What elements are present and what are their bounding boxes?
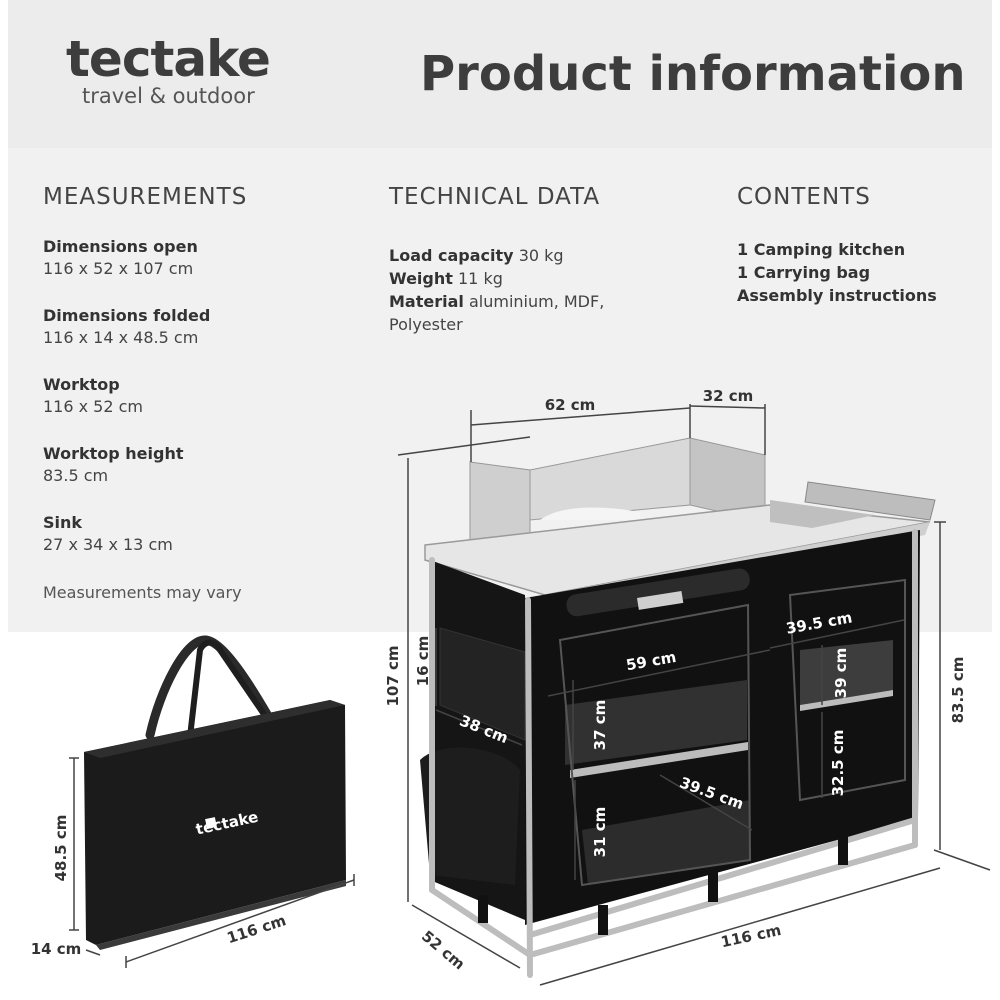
header-band (8, 0, 992, 148)
kitchen-dimension-lines (397, 404, 991, 986)
measurement-item: Dimensions open 116 x 52 x 107 cm (43, 236, 198, 281)
contents-item: 1 Carrying bag (737, 263, 871, 282)
page-title: Product information (420, 46, 966, 102)
contents-item: 1 Camping kitchen (737, 240, 906, 259)
measurement-value: 116 x 52 cm (43, 397, 144, 417)
measurement-value: 27 x 34 x 13 cm (43, 535, 173, 555)
bag-logo-icon (205, 817, 217, 829)
measurement-label: Worktop (43, 375, 120, 394)
material-value: aluminium, MDF, (468, 292, 605, 311)
dim-total-height: 107 cm (384, 645, 402, 706)
measurement-label: Sink (43, 513, 83, 532)
dim-top-left: 62 cm (545, 396, 596, 414)
dim-shelf-gap-upper: 37 cm (591, 700, 609, 751)
contents-list: 1 Camping kitchen 1 Carrying bag Assembl… (737, 238, 937, 307)
material-label: Material (389, 292, 464, 311)
contents-item: Assembly instructions (737, 286, 937, 305)
measurement-item: Sink 27 x 34 x 13 cm (43, 512, 173, 557)
dim-right-lower: 32.5 cm (829, 730, 847, 797)
load-value: 30 kg (518, 246, 564, 265)
contents-heading: CONTENTS (737, 184, 871, 210)
measurement-label: Dimensions folded (43, 306, 211, 325)
weight-value: 11 kg (458, 269, 503, 288)
bag-width-dim: 116 cm (225, 911, 289, 947)
dim-worktop-height: 83.5 cm (949, 657, 967, 724)
technical-data: Load capacity 30 kg Weight 11 kg Materia… (389, 244, 679, 336)
material-value-cont: Polyester (389, 315, 463, 334)
measurement-item: Worktop height 83.5 cm (43, 443, 183, 488)
dim-shelf-gap-lower: 31 cm (591, 807, 609, 858)
measurements-note: Measurements may vary (43, 583, 242, 602)
bag-height-dim: 48.5 cm (52, 815, 70, 882)
camping-kitchen (420, 437, 936, 978)
brand-tagline: travel & outdoor (82, 84, 255, 108)
measurements-heading: MEASUREMENTS (43, 184, 248, 210)
dim-right-upper: 39 cm (832, 648, 850, 699)
load-label: Load capacity (389, 246, 514, 265)
measurement-item: Worktop 116 x 52 cm (43, 374, 143, 419)
technical-heading: TECHNICAL DATA (389, 184, 601, 210)
weight-label: Weight (389, 269, 453, 288)
measurement-value: 83.5 cm (43, 466, 109, 486)
measurement-value: 116 x 14 x 48.5 cm (43, 328, 199, 348)
brand-logo: tectake (66, 30, 271, 88)
measurement-label: Dimensions open (43, 237, 198, 256)
carrying-bag: tectake (84, 635, 346, 950)
dim-top-right: 32 cm (703, 387, 754, 405)
dim-width: 116 cm (719, 921, 782, 951)
measurement-value: 116 x 52 x 107 cm (43, 259, 194, 279)
bag-depth-dim: 14 cm (31, 940, 82, 958)
measurement-label: Worktop height (43, 444, 184, 463)
dim-side-pocket: 16 cm (414, 636, 432, 687)
measurement-item: Dimensions folded 116 x 14 x 48.5 cm (43, 305, 210, 350)
